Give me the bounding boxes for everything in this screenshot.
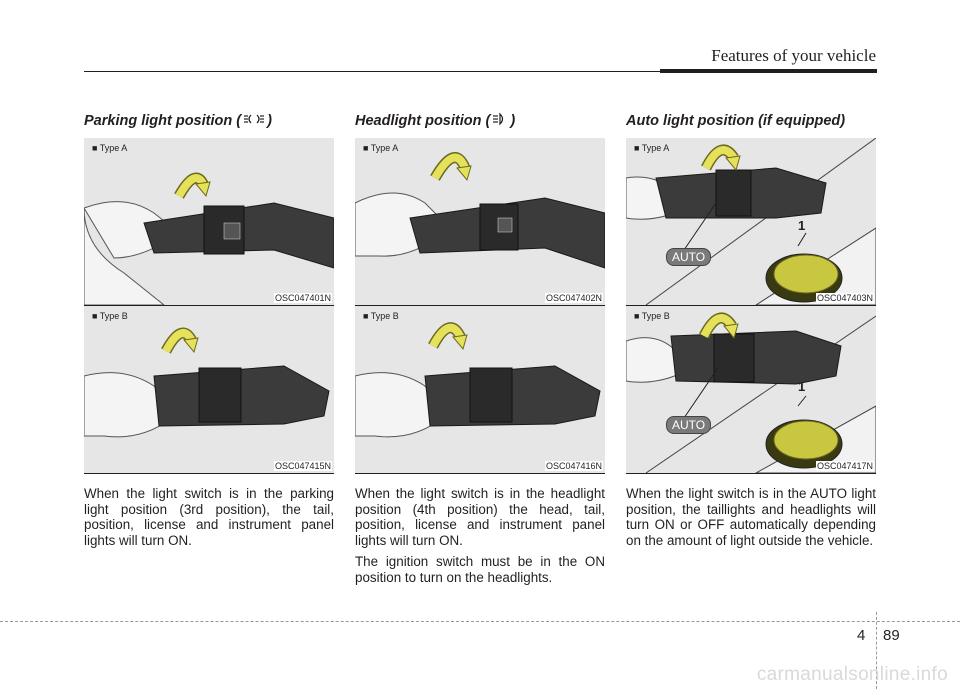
section-body: When the light switch is in the AUTO lig… [626, 486, 876, 548]
figure-light-switch: ■ Type B AUTO 1 OSC047417N [626, 306, 876, 473]
paragraph: When the light switch is in the parking … [84, 486, 334, 548]
watermark: carmanualsonline.info [756, 664, 948, 685]
section-body: When the light switch is in the parking … [84, 486, 334, 548]
footer-rule [0, 621, 960, 622]
illustration-light-switch [84, 172, 334, 305]
parking-light-icon [243, 112, 265, 130]
figure-type-label: ■ Type A [363, 143, 399, 153]
section-body: When the light switch is in the headligh… [355, 486, 605, 585]
figure-light-switch: ■ Type B OSC047416N [355, 306, 605, 473]
figure-divider [626, 473, 876, 474]
illustration-auto-light [626, 312, 876, 473]
figure-type-label: ■ Type B [634, 311, 670, 321]
auto-callout: AUTO [666, 248, 712, 266]
illustration-light-switch [355, 322, 601, 438]
page-number: 89 [883, 627, 900, 644]
section-title: Headlight position ( ) [355, 112, 516, 130]
figure-code: OSC047402N [544, 293, 603, 303]
section-auto-light: Auto light position (if equipped) ■ Type… [626, 110, 876, 554]
figure-type-label: ■ Type A [634, 143, 670, 153]
section-title: Parking light position ( ) [84, 112, 272, 130]
paragraph: The ignition switch must be in the ON po… [355, 554, 605, 585]
figure-type-label: ■ Type B [363, 311, 399, 321]
section-title: Auto light position (if equipped) [626, 113, 846, 129]
figure-light-switch: ■ Type A OSC047402N [355, 138, 605, 305]
figure-divider [84, 473, 334, 474]
figure-type-label: ■ Type B [92, 311, 128, 321]
figure-light-switch: ■ Type A OSC047401N [84, 138, 334, 305]
chapter-header-title: Features of your vehicle [711, 46, 876, 65]
figure-code: OSC047416N [544, 461, 603, 471]
footer-divider [876, 612, 877, 689]
illustration-light-switch [84, 327, 330, 438]
figure-code: OSC047415N [273, 461, 332, 471]
illustration-auto-light [626, 138, 876, 305]
figure-code: OSC047401N [273, 293, 332, 303]
figure-code: OSC047417N [815, 461, 874, 471]
header-rule [84, 71, 664, 72]
figure-light-switch: ■ Type A AUTO 1 OSC047403N [626, 138, 876, 305]
auto-callout: AUTO [666, 416, 712, 434]
callout-number: 1 [798, 218, 806, 233]
figure-light-switch: ■ Type B OSC047415N [84, 306, 334, 473]
figure-divider [355, 473, 605, 474]
figure-divider [355, 305, 605, 306]
paragraph: When the light switch is in the AUTO lig… [626, 486, 876, 548]
figure-type-label: ■ Type A [92, 143, 128, 153]
section-parking-light: Parking light position ( ) ■ Type A OSC0… [84, 110, 334, 554]
figure-code: OSC047403N [815, 293, 874, 303]
header-rule-bold [660, 69, 877, 73]
figure-divider [626, 305, 876, 306]
chapter-number: 4 [857, 627, 866, 644]
callout-number: 1 [798, 379, 806, 394]
section-headlight: Headlight position ( ) ■ Type A OSC04740… [355, 110, 605, 591]
illustration-light-switch [355, 152, 605, 269]
headlight-icon [492, 112, 508, 130]
paragraph: When the light switch is in the headligh… [355, 486, 605, 548]
figure-divider [84, 305, 334, 306]
